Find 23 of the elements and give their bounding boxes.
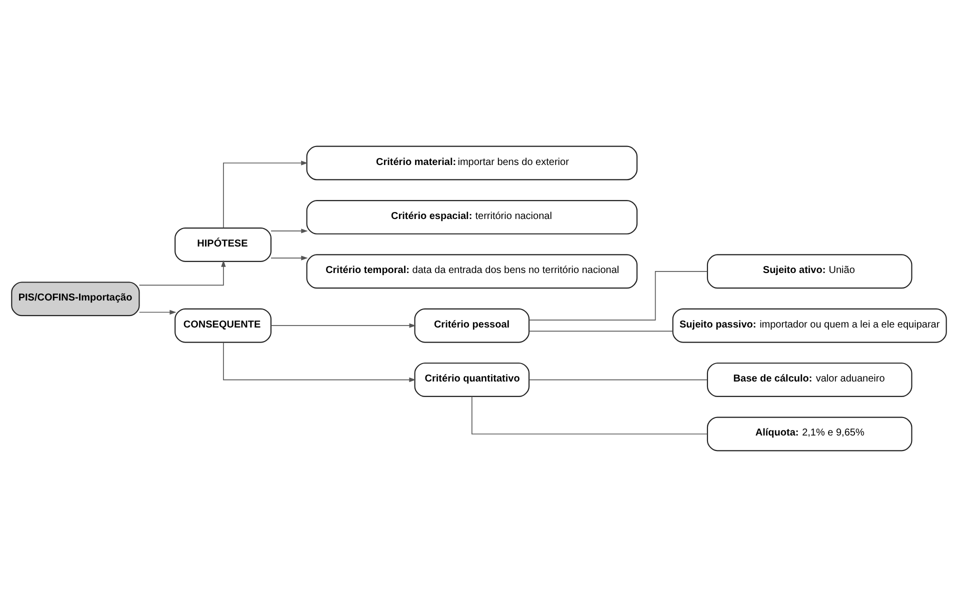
node-box: PIS/COFINS-Importação — [11, 281, 140, 316]
node-box: Critério espacial: território nacional — [306, 199, 638, 234]
arrow — [138, 309, 176, 314]
node-box: Sujeito passivo: importador ou quem a lei a ele equiparar — [672, 308, 947, 342]
node-box: Base de cálculo: valor aduaneiro — [706, 362, 912, 397]
node-box: Alíquota: 2,1% e 9,65% — [706, 416, 912, 451]
arrow — [270, 255, 308, 260]
node-box: CONSEQUENTE — [174, 308, 272, 342]
node-box: Critério pessoal — [414, 308, 530, 342]
arrow — [223, 160, 308, 228]
arrow — [270, 228, 308, 233]
arrow — [223, 342, 416, 382]
arrow — [270, 322, 416, 328]
arrow — [138, 260, 226, 286]
node-box: Critério material: importar bens do exterior — [306, 145, 638, 180]
connector — [528, 270, 708, 320]
node-box: Sujeito ativo: União — [706, 254, 912, 288]
connector — [528, 378, 708, 380]
node-box: Critério quantitativo — [414, 362, 530, 397]
connector — [472, 396, 708, 434]
node-box: HIPÓTESE — [174, 227, 272, 262]
node-box: Critério temporal: data da entrada dos bens no território nacional — [306, 254, 638, 288]
connector — [528, 330, 673, 332]
